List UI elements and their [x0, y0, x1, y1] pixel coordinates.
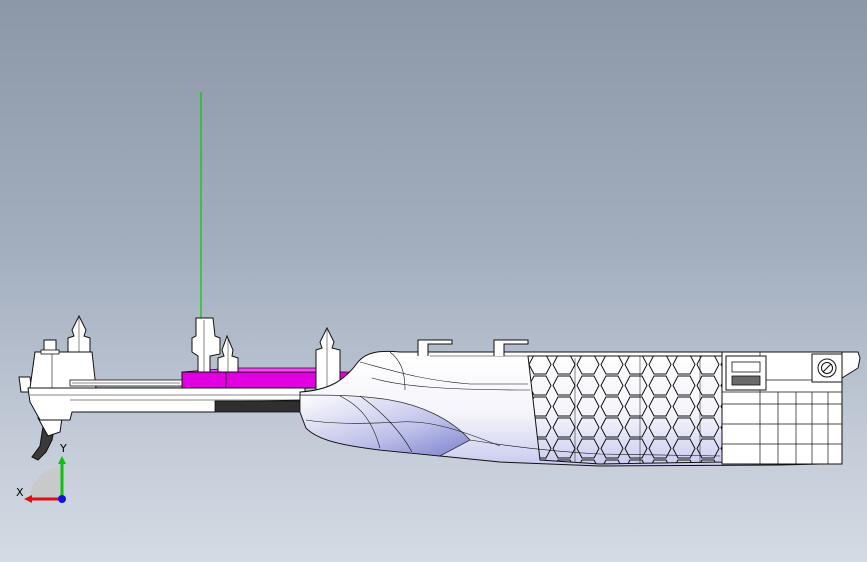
hex-grid-region	[527, 355, 723, 465]
screw-boss	[811, 353, 843, 383]
left-body-block	[29, 339, 97, 389]
clip-pin-left	[67, 314, 91, 353]
clip-pin-middle	[191, 317, 239, 373]
triad-y-label: Y	[60, 442, 67, 455]
shell-top-tabs	[417, 339, 529, 356]
left-hook-part	[18, 376, 63, 461]
z-axis-dot	[58, 495, 66, 503]
triad-x-label: X	[16, 486, 24, 499]
rect-window	[725, 355, 767, 391]
